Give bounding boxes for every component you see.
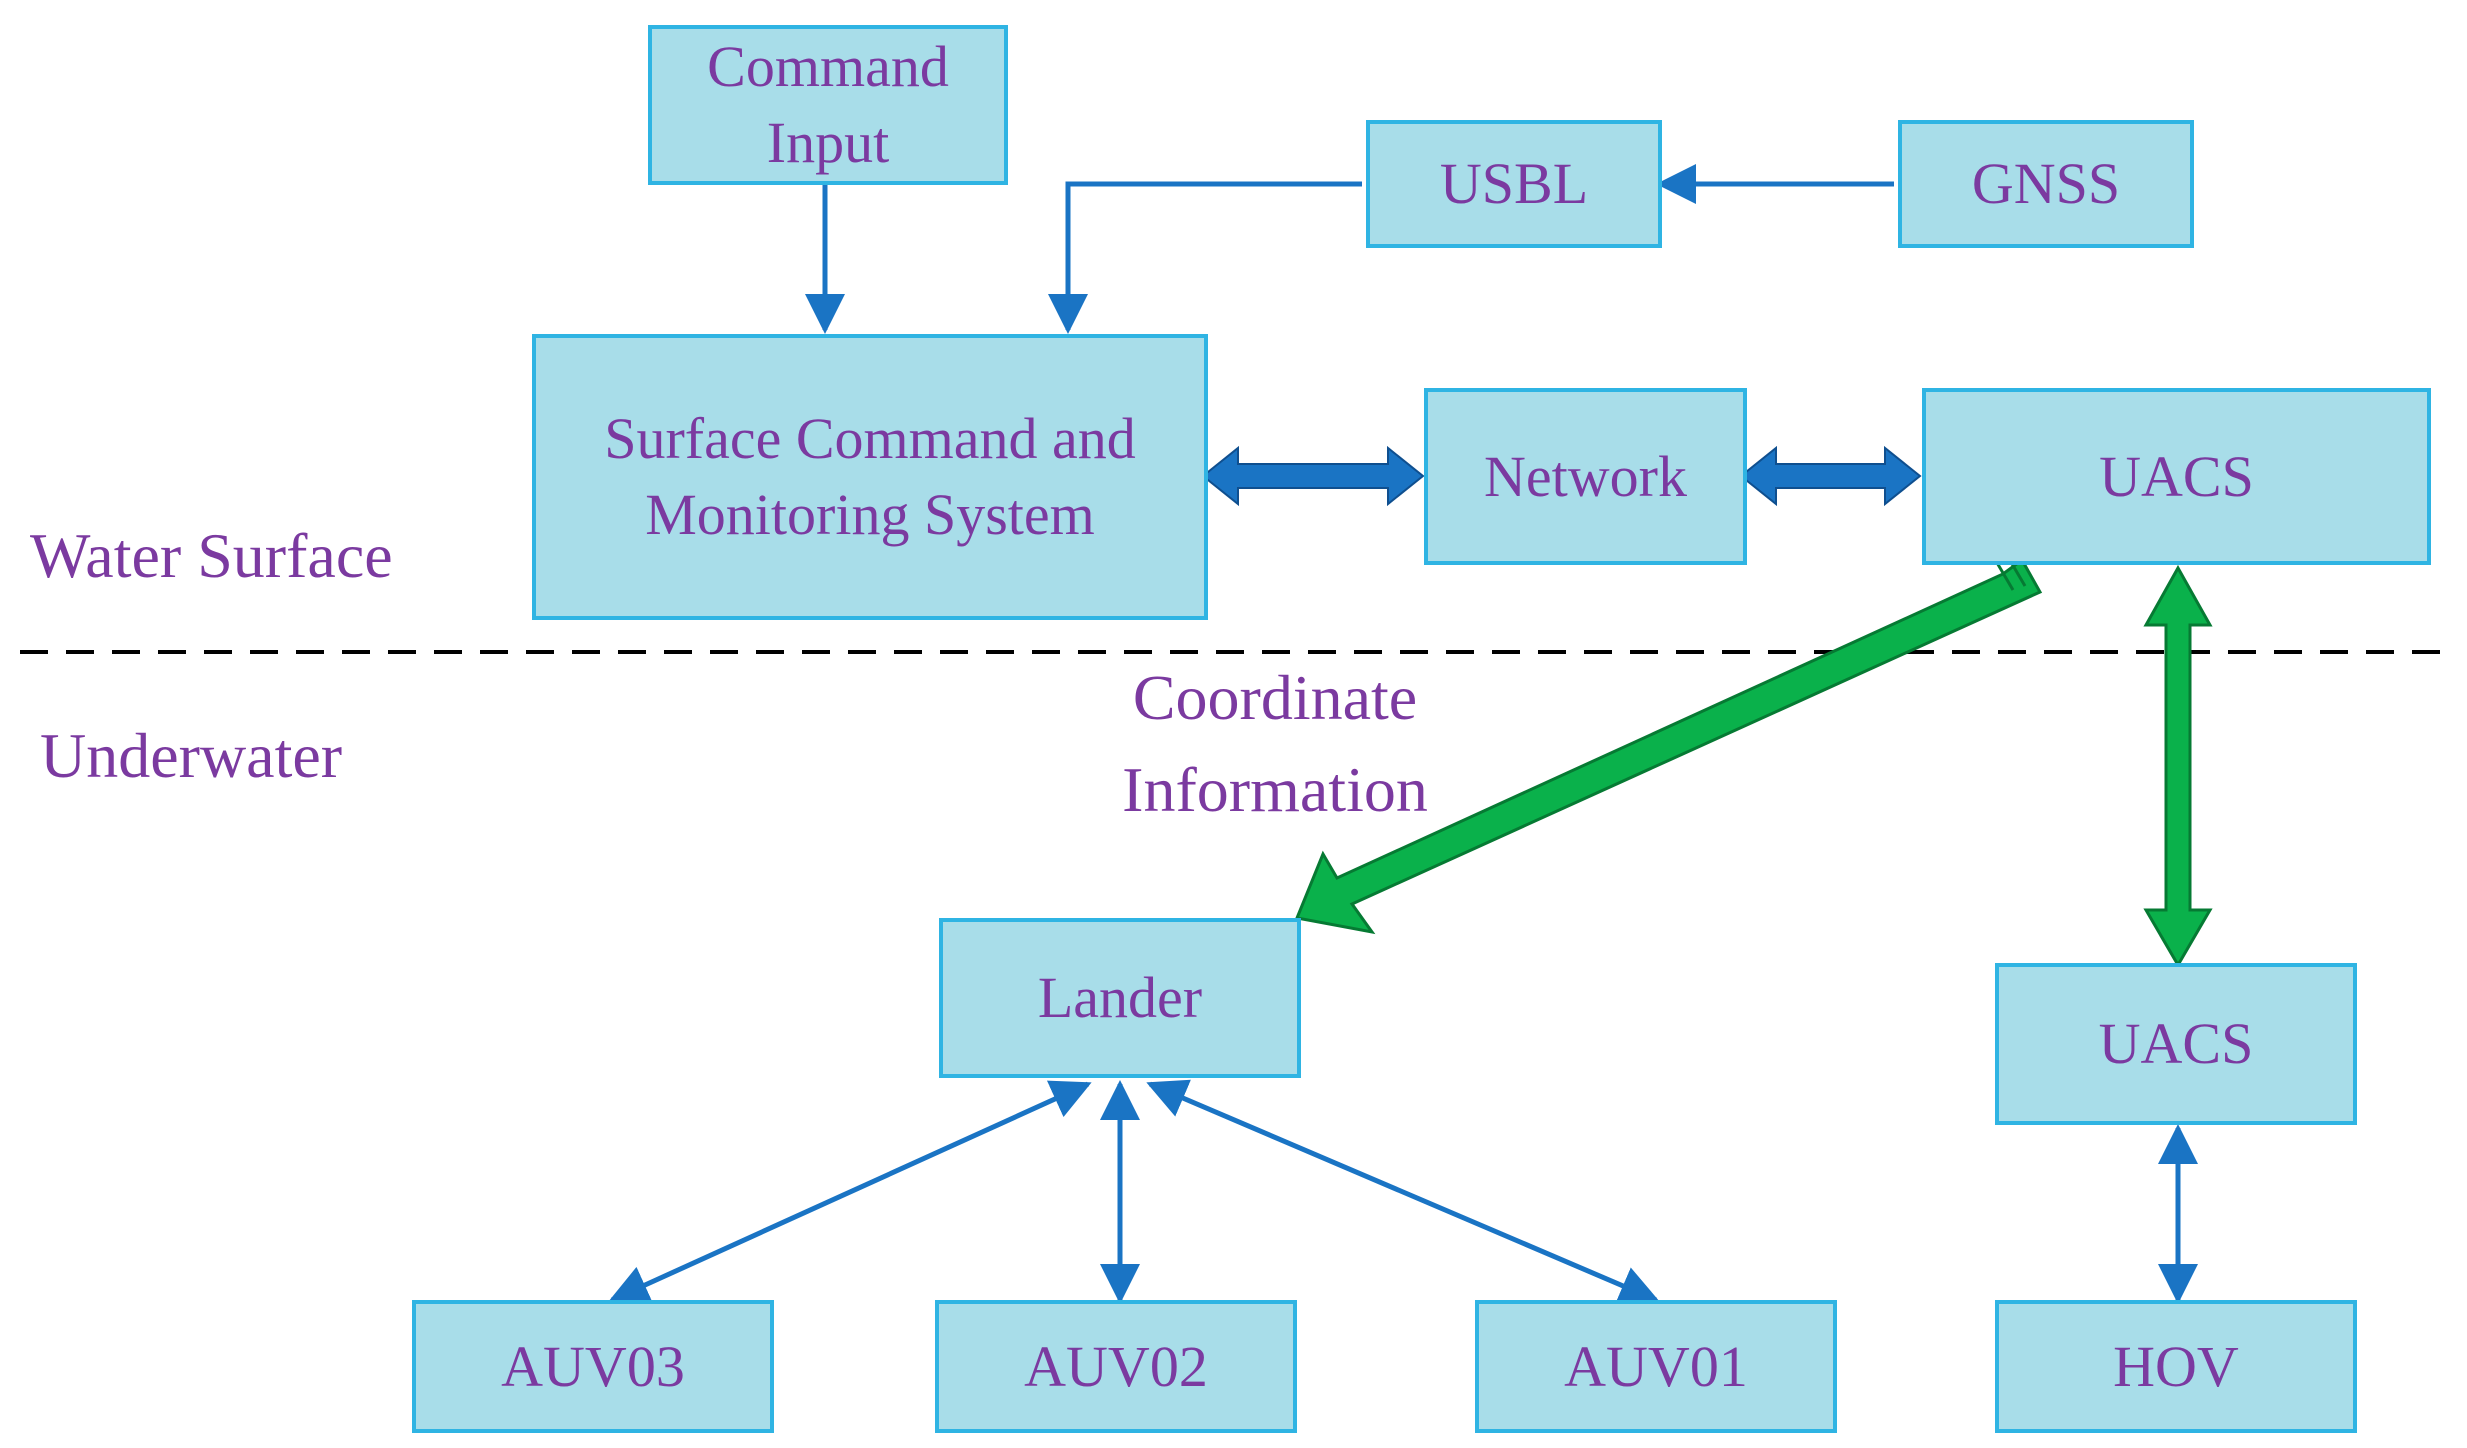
- arrow-network-uacs: [1739, 445, 1922, 507]
- node-usbl-label: USBL: [1439, 151, 1589, 216]
- arrow-lander-auv01: [1146, 1079, 1660, 1305]
- node-surface-system-label: Surface Command and Monitoring System: [604, 406, 1136, 547]
- node-usbl: USBL: [1366, 120, 1662, 248]
- arrow-surface-network: [1201, 445, 1425, 507]
- label-underwater: Underwater: [40, 720, 343, 791]
- node-auv02: AUV02: [935, 1300, 1297, 1433]
- node-uacs-underwater: UACS: [1995, 963, 2357, 1125]
- node-auv01: AUV01: [1475, 1300, 1837, 1433]
- label-water-surface: Water Surface: [30, 520, 393, 591]
- node-lander-label: Lander: [1037, 965, 1203, 1030]
- node-gnss: GNSS: [1898, 120, 2194, 248]
- node-auv03: AUV03: [412, 1300, 774, 1433]
- arrow-usbl-to-surface: [1048, 181, 1362, 334]
- node-network-label: Network: [1484, 443, 1687, 509]
- node-lander: Lander: [939, 918, 1301, 1078]
- node-uacs-surface-label: UACS: [2099, 443, 2254, 509]
- node-command-input-label: Command Input: [707, 34, 949, 175]
- node-network: Network: [1424, 388, 1747, 565]
- node-auv01-label: AUV01: [1564, 1333, 1748, 1399]
- node-hov-label: HOV: [2113, 1333, 2239, 1399]
- node-auv03-label: AUV03: [501, 1333, 685, 1399]
- label-coordinate-information: Coordinate Information: [1122, 662, 1428, 825]
- node-surface-system: Surface Command and Monitoring System: [532, 334, 1208, 620]
- node-hov: HOV: [1995, 1300, 2357, 1433]
- arrow-uacs-uacs: [2143, 564, 2213, 968]
- node-uacs-underwater-label: UACS: [2098, 1011, 2254, 1076]
- node-uacs-surface: UACS: [1922, 388, 2431, 565]
- node-gnss-label: GNSS: [1971, 151, 2121, 216]
- node-auv02-label: AUV02: [1024, 1333, 1208, 1399]
- node-command-input: Command Input: [648, 25, 1008, 185]
- arrow-break-mark: [1994, 560, 2015, 591]
- arrow-lander-auv03: [608, 1080, 1092, 1304]
